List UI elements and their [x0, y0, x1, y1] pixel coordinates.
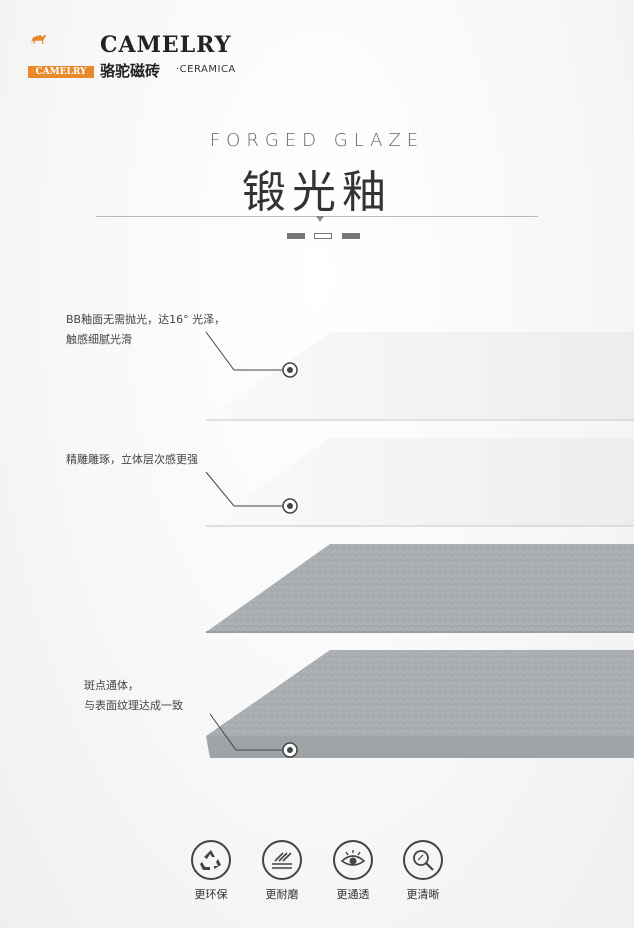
- annotation-layer-1: BB釉面无需抛光，达16° 光泽， 触感细腻光滑: [66, 310, 225, 350]
- brand-plate: CAMELRY: [28, 66, 94, 78]
- leader-line-1: [205, 331, 290, 371]
- brand-name-cn: 骆驼磁砖: [100, 62, 161, 80]
- annotation-1-line-1: BB釉面无需抛光，达16° 光泽，: [66, 313, 226, 326]
- layer-body-through: [206, 650, 634, 736]
- feature-sharp: 更清晰: [393, 840, 453, 902]
- glaze-layers-illustration: [205, 331, 634, 758]
- camel-logo-icon: [31, 34, 47, 44]
- pager-dot-1: [287, 233, 305, 239]
- recycle-icon: [191, 840, 231, 880]
- annotation-layer-4: 斑点通体， 与表面纹理达成一致: [84, 676, 183, 716]
- eye-icon: [333, 840, 373, 880]
- layer-glaze-top: [206, 332, 634, 420]
- feature-wear: 更耐磨: [252, 840, 312, 902]
- annotation-4-line-1: 斑点通体，: [84, 679, 139, 692]
- leader-line-2: [205, 471, 290, 507]
- annotation-layer-2: 精雕雕琢，立体层次感更强: [66, 450, 198, 470]
- wear-resistant-icon: [262, 840, 302, 880]
- leader-line-4: [209, 713, 290, 751]
- magnifier-icon: [403, 840, 443, 880]
- divider-marker-icon: [316, 216, 324, 222]
- pager-dot-3: [342, 233, 360, 239]
- layer-body-textured: [206, 544, 634, 632]
- brand-plate-text: CAMELRY: [35, 67, 87, 77]
- brand-subtitle: ·CERAMICA: [176, 64, 236, 75]
- title-english: FORGED GLAZE: [209, 130, 425, 151]
- annotation-2-line-1: 精雕雕琢，立体层次感更强: [66, 453, 198, 466]
- feature-wear-label: 更耐磨: [265, 888, 299, 901]
- brand-name-en: CAMELRY: [100, 32, 232, 58]
- layer-glaze-base: [206, 438, 634, 526]
- feature-eco: 更环保: [181, 840, 241, 902]
- pager-dot-2: [314, 233, 332, 239]
- annotation-1-line-2: 触感细腻光滑: [66, 333, 132, 346]
- title-chinese: 锻光釉: [242, 167, 392, 218]
- feature-clarity-label: 更通透: [336, 888, 370, 901]
- feature-sharp-label: 更清晰: [406, 888, 440, 901]
- annotation-4-line-2: 与表面纹理达成一致: [84, 699, 183, 712]
- feature-clarity: 更通透: [323, 840, 383, 902]
- feature-eco-label: 更环保: [194, 888, 228, 901]
